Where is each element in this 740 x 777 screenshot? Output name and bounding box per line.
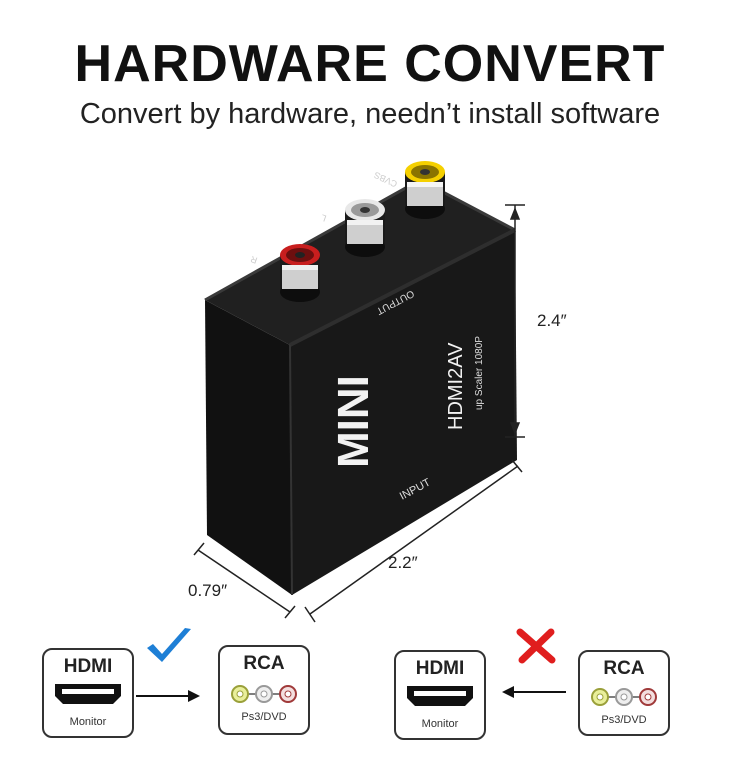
- hdmi-monitor-box-unsupported: HDMI Monitor: [394, 650, 486, 740]
- rca-ps3-box-unsupported: RCA Ps3/DVD: [578, 650, 670, 736]
- monitor-label-2: Monitor: [421, 718, 459, 730]
- rca-connectors-icon-2: [591, 688, 657, 706]
- arrow-right-icon: [136, 690, 200, 702]
- rca-connectors-icon: [231, 685, 297, 703]
- hdmi-box-title-2: HDMI: [415, 658, 465, 679]
- hdmi-plug-icon-2: [407, 686, 473, 706]
- arrow-left-icon: [502, 686, 566, 698]
- rca-yellow-port-icon: [405, 161, 445, 219]
- width-dimension-label: 2.2″: [388, 553, 418, 572]
- rca-box-title-2: RCA: [603, 658, 645, 679]
- width-dimension-line: [304, 459, 523, 623]
- rca-red-port-icon: [280, 244, 320, 302]
- model-label: HDMI2AV: [445, 342, 467, 430]
- hdmi-box-title: HDMI: [63, 656, 113, 677]
- ps3-dvd-label-2: Ps3/DVD: [601, 714, 647, 726]
- hdmi-monitor-box-supported: HDMI Monitor: [42, 648, 134, 738]
- rca-white-port-icon: [345, 199, 385, 257]
- checkmark-icon: [147, 628, 191, 662]
- monitor-label: Monitor: [69, 716, 107, 728]
- height-dimension-label: 2.4″: [537, 311, 567, 330]
- port-label-r: R: [249, 254, 259, 266]
- brand-label: MINI: [329, 375, 378, 468]
- depth-dimension-line: [193, 542, 296, 619]
- page-subtitle: Convert by hardware, needn’t install sof…: [79, 98, 661, 130]
- rca-box-title: RCA: [243, 653, 285, 674]
- spec-label: up Scaler 1080P: [474, 336, 485, 410]
- page-title: HARDWARE CONVERT: [74, 35, 666, 93]
- rca-ps3-box-supported: RCA Ps3/DVD: [218, 645, 310, 735]
- ps3-dvd-label: Ps3/DVD: [241, 711, 287, 723]
- cross-icon: [516, 628, 556, 664]
- depth-dimension-label: 0.79″: [188, 581, 228, 600]
- hdmi-plug-icon: [55, 684, 121, 704]
- height-dimension-line: [505, 204, 525, 438]
- port-label-l: L: [320, 212, 328, 223]
- port-label-cvbs: CVBS: [372, 170, 398, 189]
